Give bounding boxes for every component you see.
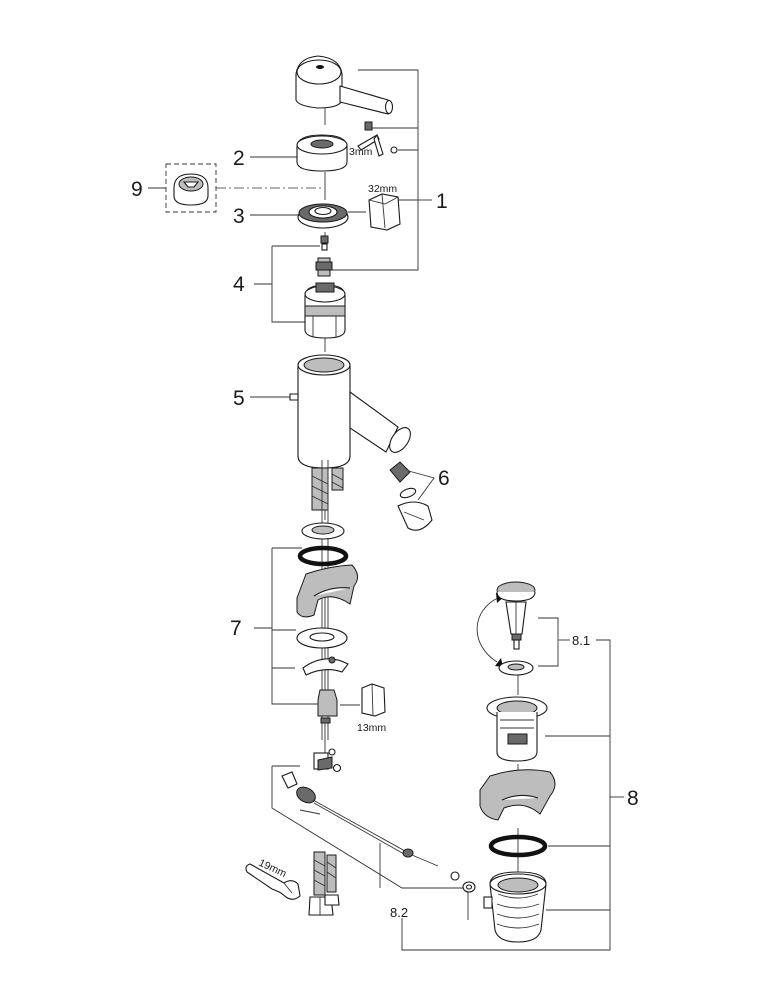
part-8-drain-body xyxy=(479,696,556,943)
callout-6: 6 xyxy=(438,467,450,490)
dimension-labels: 3mm 32mm 13mm 19mm xyxy=(257,146,398,880)
part-9-handle-insert xyxy=(173,173,209,206)
wrench-13mm xyxy=(361,683,386,717)
callout-8: 8 xyxy=(627,787,639,810)
part-6-aerator xyxy=(389,461,433,531)
wrench-13mm-size: 13mm xyxy=(357,722,386,734)
wrench-32mm-size: 32mm xyxy=(368,183,397,195)
part-2-cover-cap xyxy=(296,134,348,172)
callout-3: 3 xyxy=(233,205,245,228)
callout-labels: 1 2 3 4 5 6 7 8 8.1 8.2 9 xyxy=(131,147,639,920)
callout-4: 4 xyxy=(233,273,245,296)
hex-key-size: 3mm xyxy=(349,146,373,158)
part-5-faucet-body xyxy=(289,354,411,511)
callout-8-2: 8.2 xyxy=(390,905,408,920)
grub-screw-and-hex-key xyxy=(357,121,398,157)
callout-7: 7 xyxy=(230,617,242,640)
part-7-lift-rod-assembly xyxy=(296,460,358,740)
spanner-19mm xyxy=(245,863,301,900)
part-8-2-rod-linkage xyxy=(281,748,476,893)
part-8-1-pop-up-plug xyxy=(496,581,536,676)
callout-2: 2 xyxy=(233,147,245,170)
part-4-cartridge xyxy=(304,235,346,339)
lever-handle xyxy=(295,55,394,115)
callout-5: 5 xyxy=(233,387,245,410)
part-3-bonnet-nut xyxy=(297,203,349,229)
supply-hoses xyxy=(308,851,340,916)
callout-9: 9 xyxy=(131,178,143,201)
callout-1: 1 xyxy=(436,190,448,213)
wrench-32mm xyxy=(368,193,401,231)
callout-8-1: 8.1 xyxy=(572,633,590,648)
